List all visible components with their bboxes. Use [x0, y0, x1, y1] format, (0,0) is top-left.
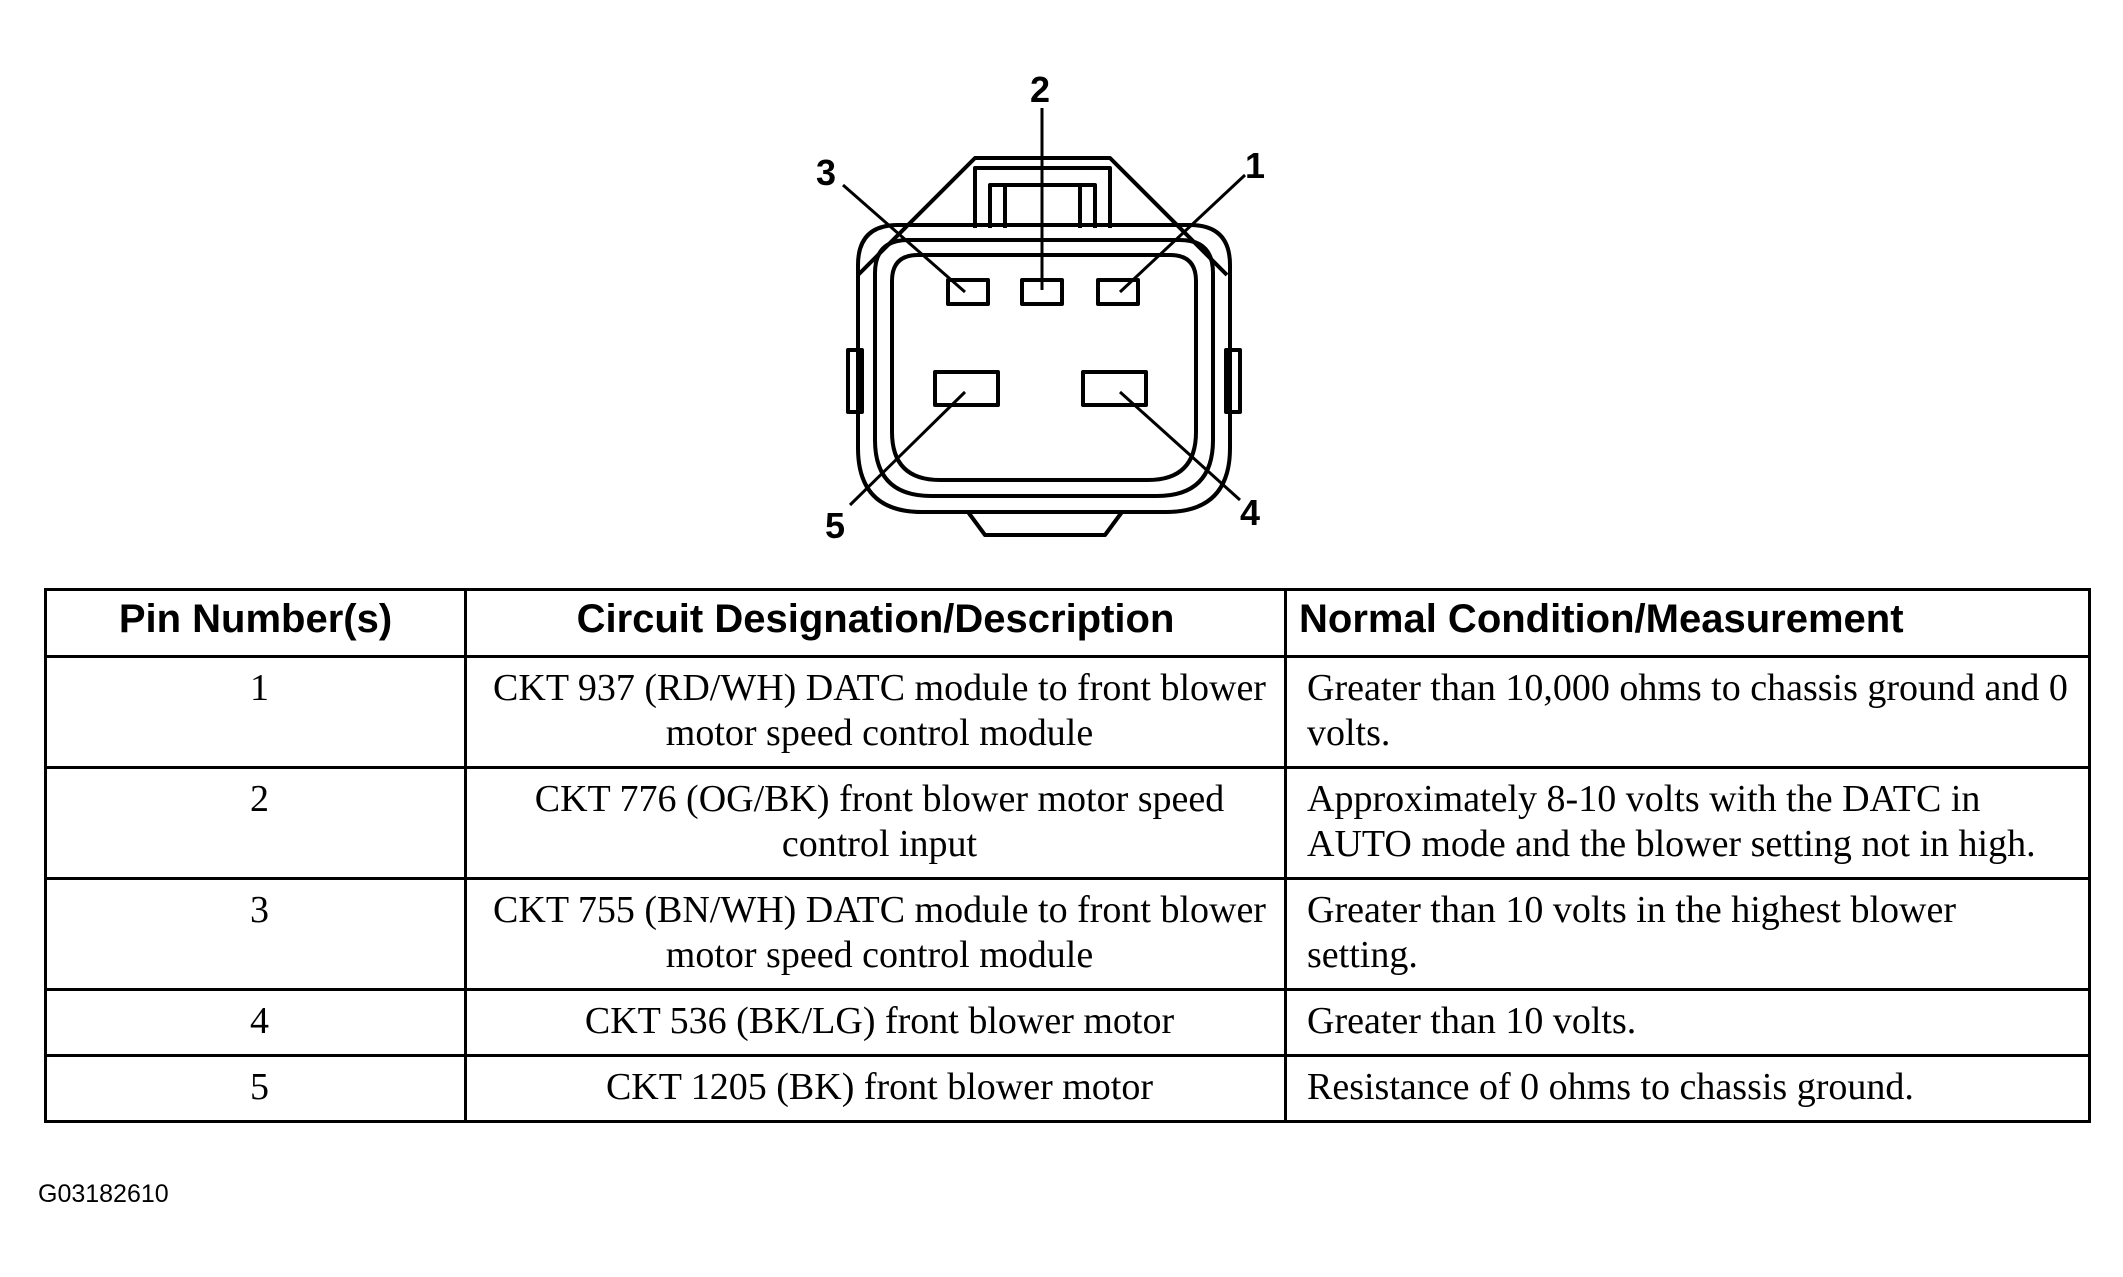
table-row: 3 CKT 755 (BN/WH) DATC module to front b… — [44, 877, 2091, 991]
cell-description: CKT 1205 (BK) front blower motor — [464, 1054, 1287, 1123]
pin-label-4: 4 — [1240, 492, 1260, 533]
cell-pin: 4 — [44, 988, 467, 1057]
leader-line-4 — [1118, 390, 1242, 502]
pin-label-5: 5 — [825, 505, 845, 546]
cell-description: CKT 536 (BK/LG) front blower motor — [464, 988, 1287, 1057]
pin-label-2: 2 — [1030, 69, 1050, 110]
table-row: 2 CKT 776 (OG/BK) front blower motor spe… — [44, 766, 2091, 880]
cell-description: CKT 755 (BN/WH) DATC module to front blo… — [464, 877, 1287, 991]
cell-pin: 3 — [44, 877, 467, 991]
connector-cavity — [890, 253, 1198, 482]
connector-diagram: 2 3 1 5 4 — [816, 69, 1265, 546]
connector-outer-shell — [856, 223, 1232, 514]
pin-table: Pin Number(s) Circuit Designation/Descri… — [44, 588, 2091, 1123]
cell-condition: Greater than 10,000 ohms to chassis grou… — [1284, 655, 2091, 769]
pin-cavity-5 — [933, 370, 1000, 407]
table-row: 1 CKT 937 (RD/WH) DATC module to front b… — [44, 655, 2091, 769]
cell-pin: 1 — [44, 655, 467, 769]
figure-reference-code: G03182610 — [38, 1180, 169, 1208]
cell-description: CKT 937 (RD/WH) DATC module to front blo… — [464, 655, 1287, 769]
header-normal-condition: Normal Condition/Measurement — [1284, 588, 2091, 658]
table-row: 5 CKT 1205 (BK) front blower motor Resis… — [44, 1054, 2091, 1123]
leader-line-1 — [1118, 173, 1247, 294]
side-latch-right — [1224, 348, 1242, 414]
cell-condition: Resistance of 0 ohms to chassis ground. — [1284, 1054, 2091, 1123]
cell-condition: Approximately 8-10 volts with the DATC i… — [1284, 766, 2091, 880]
pin-cavity-3 — [946, 278, 990, 306]
pin-label-3: 3 — [816, 152, 836, 193]
table-header-row: Pin Number(s) Circuit Designation/Descri… — [44, 588, 2091, 658]
cell-pin: 5 — [44, 1054, 467, 1123]
header-pin-number: Pin Number(s) — [44, 588, 467, 658]
bottom-key — [966, 510, 1124, 537]
table-row: 4 CKT 536 (BK/LG) front blower motor Gre… — [44, 988, 2091, 1057]
side-latch-left — [846, 348, 864, 414]
leader-line-3 — [842, 183, 966, 294]
cell-condition: Greater than 10 volts. — [1284, 988, 2091, 1057]
leader-line-5 — [848, 390, 967, 507]
pin-cavity-1 — [1096, 278, 1140, 306]
header-circuit-description: Circuit Designation/Description — [464, 588, 1287, 658]
cell-description: CKT 776 (OG/BK) front blower motor speed… — [464, 766, 1287, 880]
pin-cavity-4 — [1081, 370, 1148, 407]
cell-condition: Greater than 10 volts in the highest blo… — [1284, 877, 2091, 991]
cell-pin: 2 — [44, 766, 467, 880]
connector-inner-ring — [873, 238, 1215, 498]
pin-label-1: 1 — [1245, 145, 1265, 186]
